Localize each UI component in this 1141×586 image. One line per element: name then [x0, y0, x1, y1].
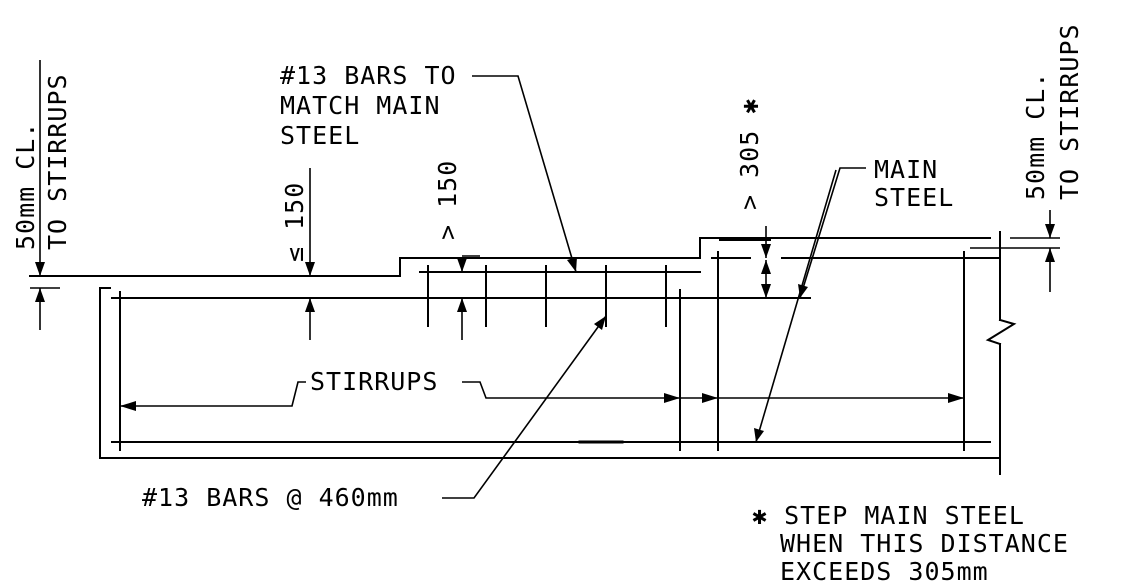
cl-right-label-2: TO STIRRUPS	[1055, 23, 1084, 200]
cl-left-arrow-down	[35, 262, 45, 276]
break-line	[985, 318, 1017, 346]
concrete-left-face	[99, 287, 1001, 475]
bars-spacing-leader	[442, 315, 607, 499]
gt305-arrow-up	[761, 260, 771, 274]
main-steel-arrow-2	[754, 428, 764, 442]
bars-match-leader	[472, 75, 577, 273]
main-steel-leader	[799, 167, 866, 299]
cl-left-label-1: 50mm CL.	[11, 122, 40, 250]
cl-right-arrow-down	[1045, 224, 1055, 238]
le150-arrow-up	[305, 298, 315, 312]
stirrups-arrow-b	[702, 393, 718, 403]
gt305-arrow-down	[761, 244, 771, 258]
bars-spacing-label: #13 BARS @ 460mm	[142, 483, 399, 512]
le150-arrow-down	[305, 262, 315, 276]
bars-match-label-1: #13 BARS TO	[280, 61, 457, 90]
cl-left-label-2: TO STIRRUPS	[43, 73, 72, 250]
bars-match-arrow	[567, 257, 577, 272]
cl-left-arrow-up	[35, 288, 45, 302]
gt150-label: > 150	[433, 160, 462, 240]
stirrups-leader-left	[120, 381, 306, 407]
main-steel-leader-2	[755, 169, 837, 443]
stirrups-leader-right	[462, 381, 680, 399]
gt305-arrow-down-2	[761, 284, 771, 298]
note-line-3: EXCEEDS 305mm	[780, 557, 989, 586]
gt150-arrow-up	[457, 298, 467, 312]
concrete-outline	[87, 237, 991, 277]
bars-match-label-3: STEEL	[280, 121, 360, 150]
main-steel-label-1: MAIN	[874, 155, 938, 184]
stirrups-label: STIRRUPS	[310, 367, 438, 396]
gt305-label: > 305 ✱	[735, 98, 764, 210]
gt150-arrow-down	[457, 258, 467, 272]
cl-right-label-1: 50mm CL.	[1021, 72, 1050, 200]
bars-match-label-2: MATCH MAIN	[280, 91, 441, 120]
bars-spacing-arrow	[594, 316, 606, 330]
note-line-1: ✱ STEP MAIN STEEL	[752, 501, 1025, 530]
stirrups-arrow-left	[120, 401, 136, 411]
stirrups-arrow-c	[948, 393, 964, 403]
cl-right-arrow-up	[1045, 248, 1055, 262]
note-line-2: WHEN THIS DISTANCE	[780, 529, 1069, 558]
stirrups-arrow-a	[664, 393, 680, 403]
le150-label: ≤ 150	[280, 182, 309, 262]
main-steel-label-2: STEEL	[874, 183, 954, 212]
main-steel-arrow	[798, 284, 808, 298]
